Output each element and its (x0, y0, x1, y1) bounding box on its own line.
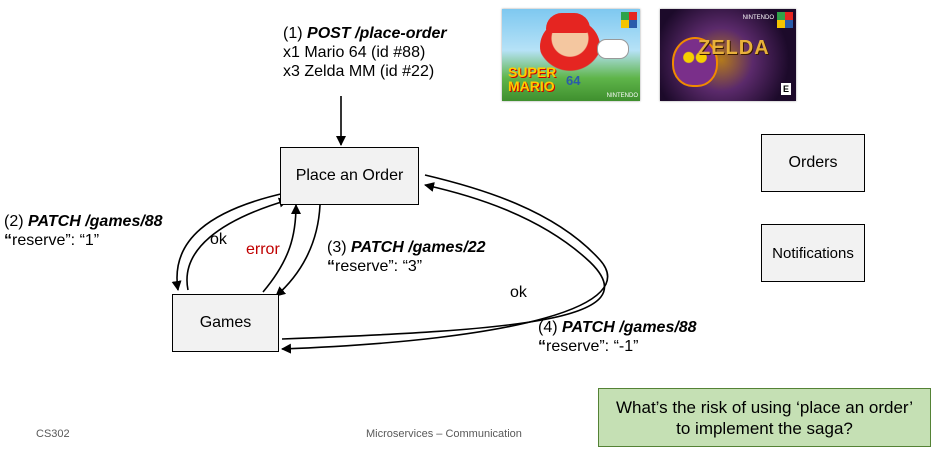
patch-88-undo-arrow (281, 174, 609, 354)
zelda-title: ZELDA (698, 37, 770, 59)
place-order-label: Place an Order (295, 167, 404, 184)
request-step: (1) (283, 25, 303, 42)
n64-logo-mario (621, 12, 637, 28)
zelda-mm-cover-image: ZELDA NINTENDO E (660, 9, 796, 101)
orders-label: Orders (788, 154, 838, 171)
mario-64-cover-image: SUPER MARIO 64 NINTENDO (502, 9, 640, 101)
ok-right-arrow (281, 182, 606, 340)
error-arrow (262, 204, 301, 293)
step-2-body: reserve”: “1” (12, 232, 100, 249)
footer-course: CS302 (36, 428, 70, 440)
n64-logo-zelda (777, 12, 793, 28)
saga-risk-question: What’s the risk of using ‘place an order… (598, 388, 931, 447)
orders-service: Orders (761, 134, 865, 192)
esrb-rating: E (781, 83, 791, 95)
majoras-mask (672, 37, 718, 87)
notifications-label: Notifications (772, 244, 854, 262)
request-method: POST /place-order (307, 25, 447, 42)
step-3-method: PATCH /games/22 (351, 239, 486, 256)
request-line-zelda: x3 Zelda MM (id #22) (283, 63, 435, 80)
step-4-label: (4) PATCH /games/88 “reserve”: “-1” (538, 319, 697, 355)
footer-topic: Microservices – Communication (366, 428, 522, 440)
mario-glove (597, 39, 629, 59)
games-service: Games (172, 294, 279, 352)
patch-22-arrow (275, 204, 321, 297)
request-line-mario: x1 Mario 64 (id #88) (283, 44, 426, 61)
mario-cap (546, 13, 590, 33)
place-order-service: Place an Order (280, 147, 419, 205)
ok-right-label: ok (510, 284, 527, 301)
mario-number: 64 (566, 73, 581, 88)
step-4-method: PATCH /games/88 (562, 319, 697, 336)
step-4-body: reserve”: “-1” (546, 338, 639, 355)
step-2-method: PATCH /games/88 (28, 213, 163, 230)
error-label: error (246, 241, 280, 258)
notifications-service: Notifications (761, 224, 865, 282)
step-3-label: (3) PATCH /games/22 “reserve”: “3” (327, 239, 486, 275)
games-label: Games (199, 314, 252, 331)
step-3-body: reserve”: “3” (335, 258, 423, 275)
ok-left-arrow (186, 197, 289, 291)
ok-left-label: ok (210, 231, 227, 248)
patch-88-arrow (171, 192, 286, 291)
step-2-label: (2) PATCH /games/88 “reserve”: “1” (4, 213, 163, 249)
zelda-brand: NINTENDO (742, 15, 774, 21)
request-label: (1) POST /place-order x1 Mario 64 (id #8… (283, 24, 447, 81)
mario-title: SUPER MARIO (508, 64, 557, 94)
mario-brand: NINTENDO (606, 93, 638, 99)
